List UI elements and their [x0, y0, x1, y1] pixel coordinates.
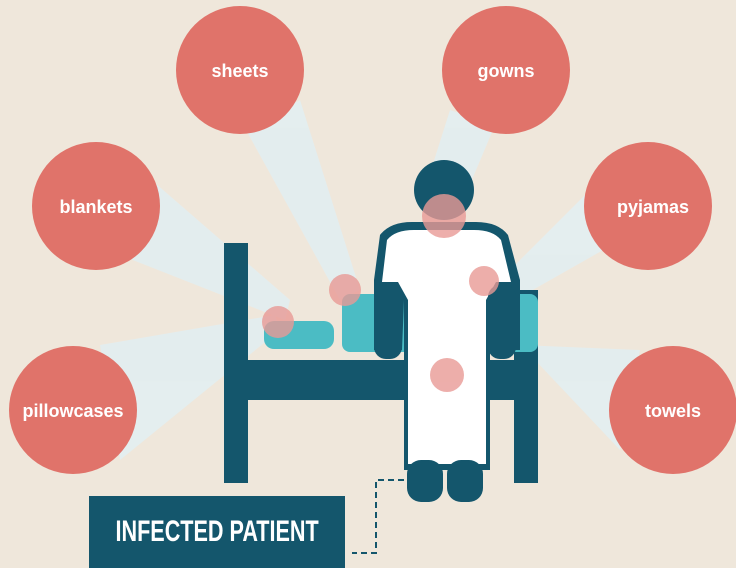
item-sheets: sheets	[176, 6, 304, 134]
patient-arm-right	[488, 285, 516, 359]
item-circle	[609, 346, 736, 474]
beam-towels	[520, 345, 640, 450]
patient-leg-right	[447, 460, 483, 502]
contamination-spot	[430, 358, 464, 392]
beam-pyjamas	[500, 180, 612, 300]
item-label: sheets	[211, 61, 268, 81]
item-pillowcases: pillowcases	[9, 346, 137, 474]
item-circle	[442, 6, 570, 134]
item-circle	[32, 142, 160, 270]
item-pyjamas: pyjamas	[584, 142, 712, 270]
item-label: blankets	[59, 197, 132, 217]
contamination-spot	[329, 274, 361, 306]
item-label: pillowcases	[22, 401, 123, 421]
contamination-spot	[469, 266, 499, 296]
patient-arm-left	[374, 285, 402, 359]
bed-frame	[224, 360, 538, 400]
light-beams	[100, 100, 640, 460]
item-blankets: blankets	[32, 142, 160, 270]
patient-label-text: INFECTED PATIENT	[115, 515, 319, 548]
item-label: pyjamas	[617, 197, 689, 217]
label-connector	[352, 479, 404, 554]
item-circle	[176, 6, 304, 134]
item-label: gowns	[478, 61, 535, 81]
contamination-spot	[262, 306, 294, 338]
item-label: towels	[645, 401, 701, 421]
item-circle	[584, 142, 712, 270]
item-gowns: gowns	[442, 6, 570, 134]
patient-leg-left	[407, 460, 443, 502]
beam-sheets	[246, 100, 360, 300]
item-towels: towels	[609, 346, 736, 474]
patient-label-box: INFECTED PATIENT	[89, 496, 345, 568]
item-circle	[9, 346, 137, 474]
contamination-spots	[262, 194, 499, 392]
contamination-spot	[422, 194, 466, 238]
